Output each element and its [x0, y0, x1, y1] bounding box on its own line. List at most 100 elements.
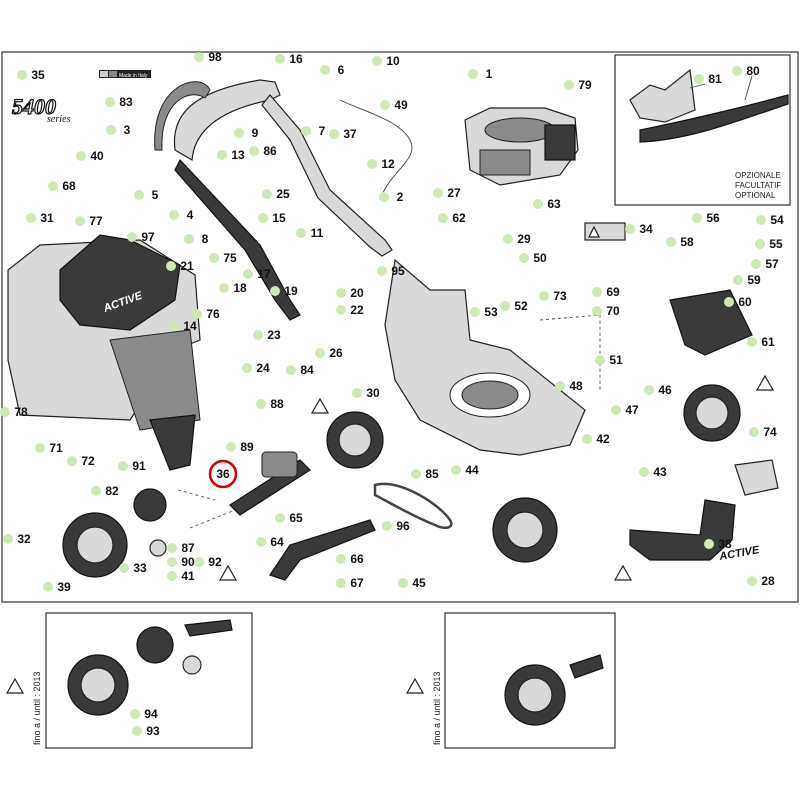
callout-label-87[interactable]: 87 [181, 541, 195, 555]
callout-label-37[interactable]: 37 [343, 127, 357, 141]
callout-label-61[interactable]: 61 [761, 335, 775, 349]
callout-label-11[interactable]: 11 [311, 226, 324, 240]
callout-label-71[interactable]: 71 [49, 441, 63, 455]
callout-label-12[interactable]: 12 [381, 157, 395, 171]
callout-label-79[interactable]: 79 [578, 78, 592, 92]
callout-label-67[interactable]: 67 [350, 576, 364, 590]
callout-label-9[interactable]: 9 [252, 126, 259, 140]
callout-label-29[interactable]: 29 [517, 232, 531, 246]
callout-label-92[interactable]: 92 [208, 555, 222, 569]
callout-label-20[interactable]: 20 [350, 286, 364, 300]
callout-label-6[interactable]: 6 [338, 63, 345, 77]
callout-label-70[interactable]: 70 [606, 304, 620, 318]
callout-label-2[interactable]: 2 [397, 190, 404, 204]
callout-label-40[interactable]: 40 [90, 149, 104, 163]
callout-label-53[interactable]: 53 [484, 305, 498, 319]
callout-label-33[interactable]: 33 [133, 561, 147, 575]
callout-label-84[interactable]: 84 [300, 363, 314, 377]
callout-label-21[interactable]: 21 [180, 259, 194, 273]
callout-label-7[interactable]: 7 [319, 124, 326, 138]
callout-label-63[interactable]: 63 [547, 197, 561, 211]
callout-label-96[interactable]: 96 [396, 519, 410, 533]
callout-label-97[interactable]: 97 [141, 230, 155, 244]
callout-label-1[interactable]: 1 [486, 67, 493, 81]
callout-label-48[interactable]: 48 [569, 379, 583, 393]
callout-label-30[interactable]: 30 [366, 386, 380, 400]
callout-label-94[interactable]: 94 [144, 707, 158, 721]
callout-label-28[interactable]: 28 [761, 574, 775, 588]
callout-label-27[interactable]: 27 [447, 186, 461, 200]
callout-label-69[interactable]: 69 [606, 285, 620, 299]
callout-label-56[interactable]: 56 [706, 211, 720, 225]
callout-label-16[interactable]: 16 [289, 52, 303, 66]
callout-label-24[interactable]: 24 [256, 361, 270, 375]
callout-label-66[interactable]: 66 [350, 552, 364, 566]
callout-label-62[interactable]: 62 [452, 211, 466, 225]
callout-label-75[interactable]: 75 [223, 251, 237, 265]
callout-label-82[interactable]: 82 [105, 484, 119, 498]
callout-label-3[interactable]: 3 [124, 123, 131, 137]
callout-label-95[interactable]: 95 [391, 264, 405, 278]
callout-marker-9 [234, 128, 244, 138]
callout-label-34[interactable]: 34 [639, 222, 653, 236]
selected-part-label[interactable]: 36 [216, 467, 230, 481]
callout-label-93[interactable]: 93 [146, 724, 160, 738]
callout-label-26[interactable]: 26 [329, 346, 343, 360]
callout-label-23[interactable]: 23 [267, 328, 281, 342]
callout-label-5[interactable]: 5 [152, 188, 159, 202]
callout-label-44[interactable]: 44 [465, 463, 479, 477]
callout-label-89[interactable]: 89 [240, 440, 254, 454]
callout-label-19[interactable]: 19 [284, 284, 298, 298]
callout-label-91[interactable]: 91 [132, 459, 146, 473]
callout-label-13[interactable]: 13 [231, 148, 245, 162]
callout-label-72[interactable]: 72 [81, 454, 95, 468]
callout-label-51[interactable]: 51 [609, 353, 623, 367]
callout-label-35[interactable]: 35 [31, 68, 45, 82]
callout-label-58[interactable]: 58 [680, 235, 694, 249]
callout-label-18[interactable]: 18 [233, 281, 247, 295]
inset-right-wheel [504, 654, 604, 726]
callout-label-85[interactable]: 85 [425, 467, 439, 481]
callout-label-10[interactable]: 10 [386, 54, 400, 68]
callout-label-83[interactable]: 83 [119, 95, 133, 109]
callout-label-78[interactable]: 78 [14, 405, 28, 419]
callout-label-49[interactable]: 49 [394, 98, 408, 112]
callout-label-45[interactable]: 45 [412, 576, 426, 590]
callout-label-81[interactable]: 81 [708, 72, 722, 86]
callout-label-38[interactable]: 38 [718, 537, 732, 551]
callout-label-86[interactable]: 86 [263, 144, 277, 158]
callout-label-47[interactable]: 47 [625, 403, 639, 417]
callout-label-90[interactable]: 90 [181, 555, 195, 569]
callout-label-65[interactable]: 65 [289, 511, 303, 525]
callout-label-32[interactable]: 32 [17, 532, 31, 546]
callout-label-42[interactable]: 42 [596, 432, 610, 446]
callout-label-68[interactable]: 68 [62, 179, 76, 193]
callout-label-50[interactable]: 50 [533, 251, 547, 265]
callout-label-59[interactable]: 59 [747, 273, 761, 287]
callout-label-17[interactable]: 17 [257, 267, 271, 281]
callout-label-64[interactable]: 64 [270, 535, 284, 549]
callout-label-74[interactable]: 74 [763, 425, 777, 439]
callout-label-39[interactable]: 39 [57, 580, 71, 594]
callout-label-55[interactable]: 55 [769, 237, 783, 251]
callout-label-4[interactable]: 4 [187, 208, 194, 222]
callout-label-41[interactable]: 41 [181, 569, 195, 583]
callout-label-52[interactable]: 52 [514, 299, 528, 313]
callout-label-76[interactable]: 76 [206, 307, 220, 321]
callout-label-54[interactable]: 54 [770, 213, 784, 227]
callout-label-43[interactable]: 43 [653, 465, 667, 479]
callout-label-80[interactable]: 80 [746, 64, 760, 78]
callout-label-15[interactable]: 15 [272, 211, 286, 225]
callout-label-88[interactable]: 88 [270, 397, 284, 411]
callout-label-73[interactable]: 73 [553, 289, 567, 303]
callout-label-57[interactable]: 57 [765, 257, 779, 271]
callout-label-77[interactable]: 77 [89, 214, 103, 228]
callout-label-60[interactable]: 60 [738, 295, 752, 309]
callout-label-46[interactable]: 46 [658, 383, 672, 397]
callout-label-31[interactable]: 31 [40, 211, 54, 225]
callout-label-8[interactable]: 8 [202, 232, 209, 246]
callout-label-98[interactable]: 98 [208, 50, 222, 64]
callout-label-22[interactable]: 22 [350, 303, 364, 317]
callout-label-14[interactable]: 14 [183, 319, 197, 333]
callout-label-25[interactable]: 25 [276, 187, 290, 201]
